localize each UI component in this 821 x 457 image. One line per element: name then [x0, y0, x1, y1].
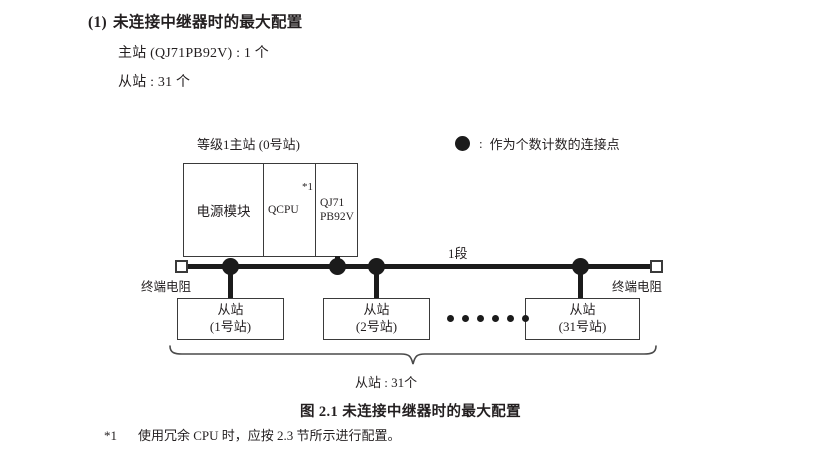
legend: : 作为个数计数的连接点	[455, 134, 620, 153]
segment-label: 1段	[448, 246, 468, 261]
module-power-supply-label: 电源模块	[196, 204, 251, 219]
ellipsis-dots	[447, 315, 529, 322]
connection-node	[329, 258, 346, 275]
slave-station-2-number: (2号站)	[355, 319, 398, 334]
section-heading: (1) 未连接中继器时的最大配置	[88, 10, 728, 32]
terminator-left-label: 终端电阻	[141, 280, 192, 294]
legend-label: 作为个数计数的连接点	[489, 137, 620, 152]
ellipsis-dot	[447, 315, 454, 322]
master-station-rack: 电源模块 QCPU *1 QJ71 PB92V	[183, 163, 358, 257]
slave-station-31: 从站 (31号站)	[525, 298, 640, 340]
ellipsis-dot	[507, 315, 514, 322]
slave-station-2-title: 从站	[363, 302, 390, 318]
heading-block: (1) 未连接中继器时的最大配置 主站 (QJ71PB92V) : 1 个 从站…	[88, 10, 728, 91]
module-qj71pb92v-label-line1: QJ71	[320, 196, 345, 209]
ellipsis-dot	[522, 315, 529, 322]
terminator-right-label: 终端电阻	[612, 280, 663, 294]
footnote: *1 使用冗余 CPU 时，应按 2.3 节所示进行配置。	[104, 425, 401, 444]
slave-station-1: 从站 (1号站)	[177, 298, 284, 340]
module-qj71pb92v-label-line2: PB92V	[320, 211, 354, 223]
slave-drop-line	[578, 266, 583, 299]
legend-colon: :	[479, 135, 483, 151]
figure-caption: 图 2.1 未连接中继器时的最大配置	[299, 404, 522, 420]
slave-station-1-number: (1号站)	[209, 319, 252, 334]
slave-station-31-title: 从站	[569, 302, 596, 318]
module-power-supply: 电源模块	[184, 164, 264, 256]
footnote-mark: *1	[104, 428, 117, 443]
slave-group-brace	[168, 344, 658, 375]
slave-station-31-number: (31号站)	[558, 319, 607, 334]
slave-group-label: 从站 : 31个	[355, 375, 418, 390]
module-qcpu: QCPU *1	[264, 164, 316, 256]
footnote-marker: *1	[302, 181, 313, 193]
ellipsis-dot	[492, 315, 499, 322]
module-qcpu-label: QCPU	[268, 204, 299, 216]
section-title: 未连接中继器时的最大配置	[112, 14, 303, 31]
slave-station-1-title: 从站	[217, 302, 244, 318]
master-station-label: 等级1主站 (0号站)	[197, 137, 300, 152]
spec-line-slave: 从站 : 31 个	[118, 75, 191, 90]
module-qj71pb92v: QJ71 PB92V	[316, 164, 359, 256]
brace-icon	[169, 345, 657, 365]
bus-trunk-line	[186, 264, 653, 269]
ellipsis-dot	[462, 315, 469, 322]
terminator-right-icon	[650, 260, 663, 273]
ellipsis-dot	[477, 315, 484, 322]
filled-circle-icon	[455, 136, 470, 151]
slave-drop-line	[374, 266, 379, 299]
spec-line-master: 主站 (QJ71PB92V) : 1 个	[118, 46, 270, 61]
section-number: (1)	[88, 14, 107, 31]
footnote-text: 使用冗余 CPU 时，应按 2.3 节所示进行配置。	[138, 428, 401, 443]
slave-drop-line	[228, 266, 233, 299]
terminator-left-icon	[175, 260, 188, 273]
slave-station-2: 从站 (2号站)	[323, 298, 430, 340]
